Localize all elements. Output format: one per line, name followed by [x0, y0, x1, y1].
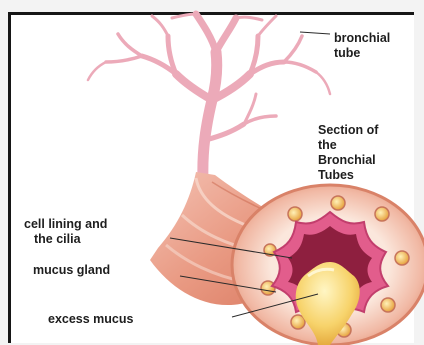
label-section-line-4: Tubes [318, 168, 378, 183]
label-section-line-2: the [318, 138, 378, 153]
label-bronchial-tube-line-2: tube [334, 46, 390, 61]
label-section-line-1: Section of [318, 123, 378, 138]
label-excess-mucus: excess mucus [48, 312, 133, 327]
label-bronchial-tube: bronchial tube [334, 31, 390, 61]
bronchial-branches [88, 14, 330, 180]
label-section-of-tubes: Section of the Bronchial Tubes [318, 123, 378, 183]
leader-line-bronchial-tube [300, 32, 330, 34]
label-cell-lining-line-2: the cilia [24, 232, 107, 247]
label-cell-lining: cell lining and the cilia [24, 217, 107, 247]
label-mucus-gland: mucus gland [33, 263, 110, 278]
label-bronchial-tube-line-1: bronchial [334, 31, 390, 46]
label-cell-lining-line-1: cell lining and [24, 217, 107, 232]
label-section-line-3: Bronchial [318, 153, 378, 168]
